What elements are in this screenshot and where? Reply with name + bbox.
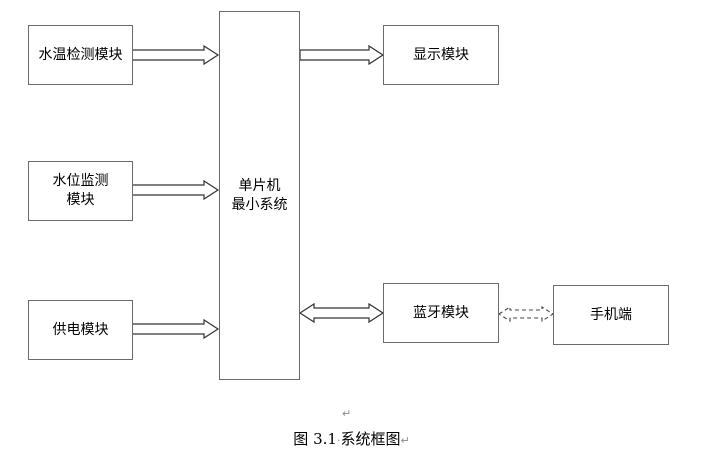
power-supply-module-label: 供电模块 <box>52 321 109 338</box>
caption-paragraph-mark: ↵ <box>400 434 410 447</box>
phone-terminal-label: 手机端 <box>590 306 632 323</box>
arrow-mcu-bluetooth-bidirectional <box>298 302 385 324</box>
water-level-monitoring-module: 水位监测 模块 <box>28 161 133 221</box>
arrow-power-to-mcu <box>131 318 220 340</box>
mcu-minimum-system: 单片机 最小系统 <box>219 11 300 380</box>
arrow-level-to-mcu <box>131 179 220 201</box>
mcu-label-line2: 最小系统 <box>231 196 288 213</box>
space-mark: · <box>336 434 341 447</box>
power-supply-module: 供电模块 <box>28 300 133 360</box>
display-module: 显示模块 <box>383 25 499 85</box>
display-module-label: 显示模块 <box>413 46 469 63</box>
arrow-mcu-to-display <box>299 44 385 66</box>
water-level-module-label-line2: 模块 <box>66 192 95 208</box>
mcu-label-line1: 单片机 <box>238 177 281 194</box>
temperature-detection-module-label: 水温检测模块 <box>38 46 123 63</box>
bluetooth-module: 蓝牙模块 <box>383 283 499 343</box>
bluetooth-module-label: 蓝牙模块 <box>413 304 469 321</box>
caption-number: 3.1 <box>313 430 337 448</box>
phone-terminal: 手机端 <box>553 285 669 345</box>
arrow-bluetooth-phone-dashed <box>497 305 555 323</box>
arrow-temp-to-mcu <box>131 44 220 66</box>
temperature-detection-module: 水温检测模块 <box>28 25 133 85</box>
caption-text: 系统框图 <box>340 430 401 448</box>
caption-prefix: 图 <box>293 430 309 448</box>
water-level-module-label-line1: 水位监测 <box>52 173 109 189</box>
figure-caption: 图 3.1·系统框图↵ <box>0 428 703 449</box>
paragraph-mark: ↵ <box>342 407 352 420</box>
